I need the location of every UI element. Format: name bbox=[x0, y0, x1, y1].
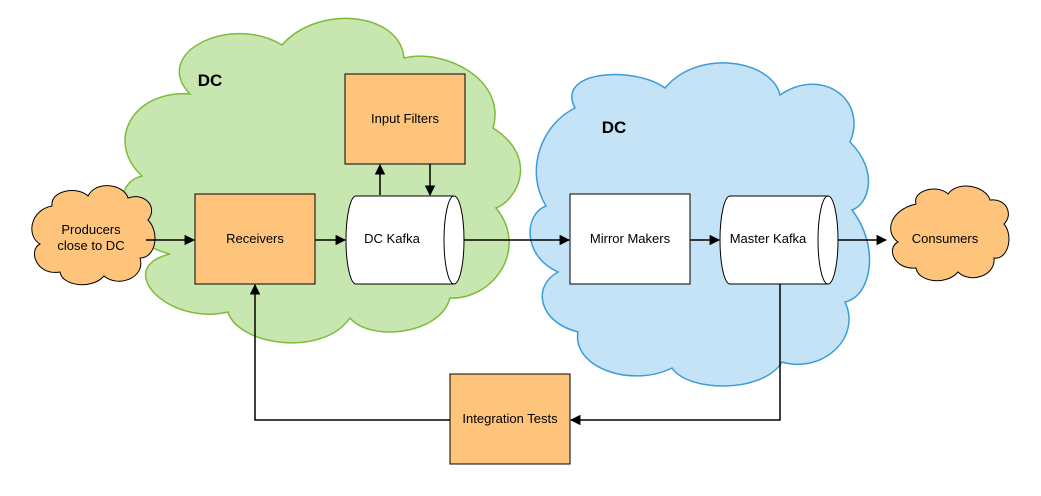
arrow-master-kafka-to-integration-tests bbox=[569, 284, 781, 426]
input-filters-label: Input Filters bbox=[371, 111, 439, 126]
dc-cloud-left: DC bbox=[121, 17, 522, 344]
receivers-box: Receivers bbox=[194, 193, 316, 285]
producers-label-line2: close to DC bbox=[57, 238, 124, 253]
connectors bbox=[146, 163, 888, 426]
dc-cloud-right-label: DC bbox=[602, 118, 627, 137]
master-kafka-cylinder: Master Kafka bbox=[719, 195, 839, 285]
dc-kafka-cylinder: DC Kafka bbox=[345, 195, 465, 285]
master-kafka-label: Master Kafka bbox=[730, 231, 807, 246]
integration-tests-box: Integration Tests bbox=[449, 373, 571, 465]
integration-tests-label: Integration Tests bbox=[462, 411, 558, 426]
dc-kafka-label: DC Kafka bbox=[364, 231, 420, 246]
consumers-label: Consumers bbox=[912, 231, 979, 246]
arrow-integration-tests-to-receivers bbox=[249, 283, 450, 421]
input-filters-box: Input Filters bbox=[344, 73, 466, 165]
dc-cloud-left-label: DC bbox=[198, 71, 223, 90]
producers-label-line1: Producers bbox=[61, 222, 121, 237]
mirror-makers-box: Mirror Makers bbox=[569, 193, 691, 285]
producers-cloud: Producers close to DC bbox=[31, 185, 156, 286]
mirror-makers-label: Mirror Makers bbox=[590, 231, 671, 246]
consumers-cloud: Consumers bbox=[890, 185, 1010, 282]
receivers-label: Receivers bbox=[226, 231, 284, 246]
dc-cloud-right: DC bbox=[529, 62, 871, 387]
